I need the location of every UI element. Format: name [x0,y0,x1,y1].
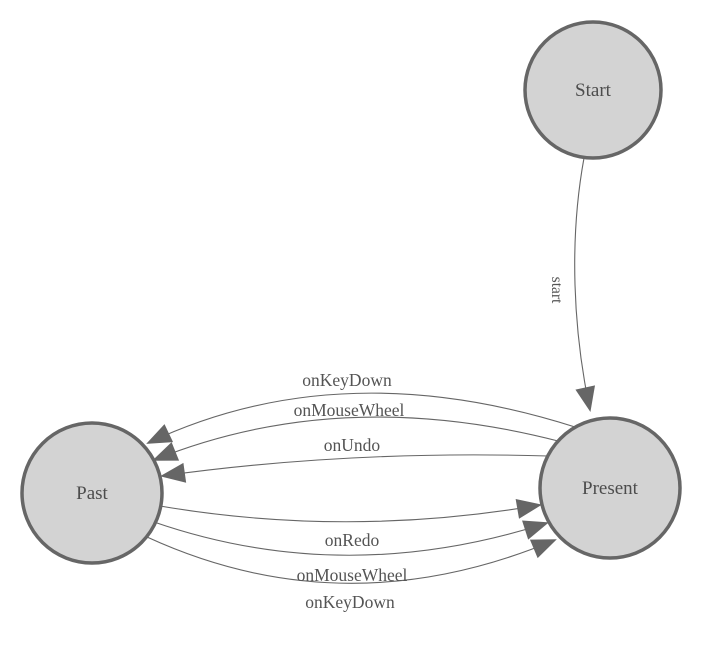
edge-past-present-onmousewheel [153,520,549,556]
state-node-past[interactable]: Past [20,421,164,565]
edge-label-start: start [548,277,565,304]
edge-past-present-onredo [159,499,542,523]
edge-present-past-onkeydown [146,392,576,444]
state-node-start-circle[interactable] [523,20,663,160]
state-node-start[interactable]: Start [523,20,663,160]
edge-present-past-onundo [160,454,549,483]
edge-label-onmousewheel-top: onMouseWheel [294,400,405,420]
edge-past-present-onkeydown [146,536,557,584]
edge-label-onredo: onRedo [325,530,380,550]
state-node-start-label: Start [575,80,612,101]
state-node-present[interactable]: Present [538,416,682,560]
edge-label-onundo: onUndo [324,435,381,455]
edge-labels-layer: start onKeyDown onMouseWheel onUndo onRe… [294,277,565,612]
edge-start-present [574,157,596,412]
nodes-layer: Start Present Past [20,20,682,565]
edge-label-onkeydown-bottom: onKeyDown [305,592,395,612]
edge-label-onmousewheel-bottom: onMouseWheel [297,565,408,585]
state-node-present-label: Present [582,478,639,499]
edge-present-past-onmousewheel [152,416,559,461]
state-node-past-circle[interactable] [20,421,164,565]
edge-label-onkeydown-top: onKeyDown [302,370,392,390]
state-node-past-label: Past [76,483,108,504]
edges-layer [146,157,596,584]
state-node-present-circle[interactable] [538,416,682,560]
